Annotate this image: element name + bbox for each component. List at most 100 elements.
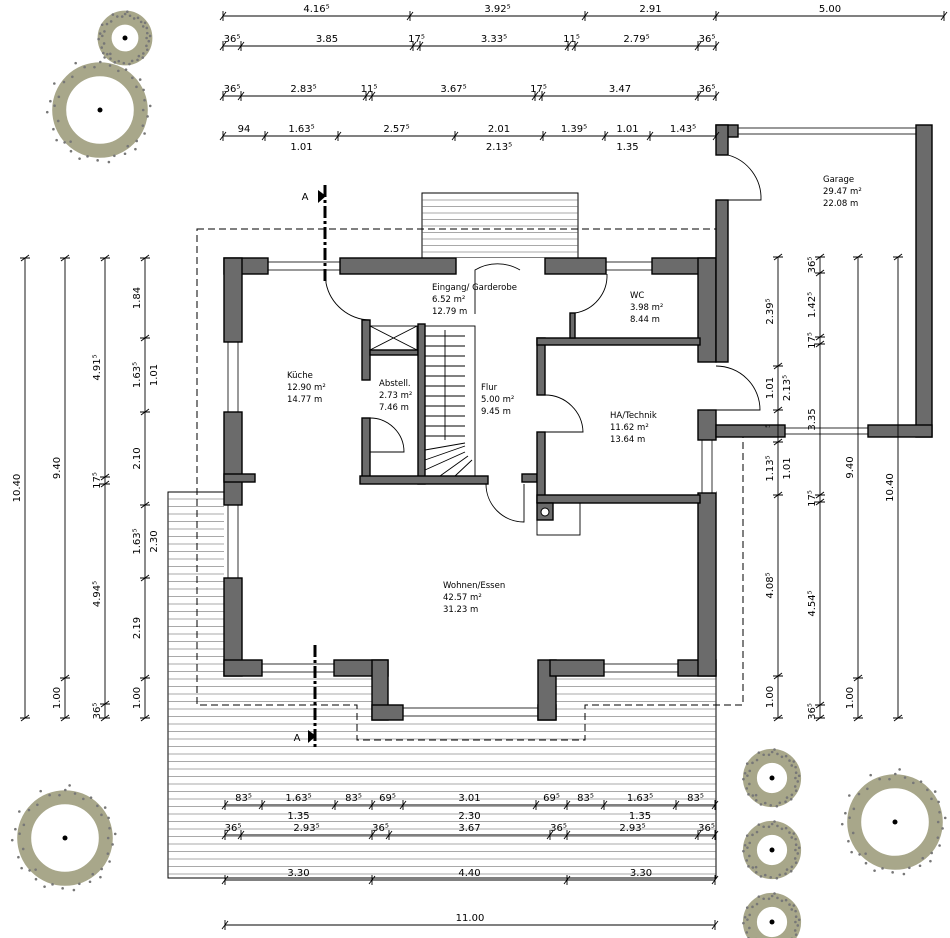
foliage-dot (134, 147, 137, 151)
foliage-dot (122, 61, 126, 65)
dimension-tick (711, 800, 719, 810)
foliage-dot (106, 836, 110, 840)
foliage-dot (93, 65, 96, 69)
foliage-dot (73, 792, 77, 795)
foliage-dot (96, 804, 99, 808)
dimension-tick (221, 830, 229, 840)
dimension-label: 1.63⁵ (285, 793, 311, 804)
foliage-dot (109, 20, 113, 23)
foliage-dot (63, 788, 67, 792)
foliage-dot (754, 871, 758, 874)
dimension-label: 4.54⁵ (807, 590, 818, 616)
foliage-dot (788, 831, 791, 834)
foliage-dot (902, 872, 906, 876)
foliage-dot (56, 119, 60, 123)
dimension-tick (773, 714, 783, 722)
dimension-tick (416, 41, 424, 51)
dimension-tick (773, 253, 783, 261)
foliage-dot (138, 78, 142, 81)
foliage-dot (794, 776, 797, 780)
foliage-dot (793, 929, 797, 932)
dimension-tick (773, 406, 783, 414)
dimension-tick (773, 672, 783, 680)
stair-tread (424, 445, 466, 461)
foliage-dot (921, 856, 925, 860)
foliage-dot (794, 909, 797, 913)
dimension-chain-left: 9.401.00 (52, 254, 70, 722)
staircase[interactable] (424, 325, 476, 477)
doors[interactable] (325, 154, 762, 523)
entrance-steps (421, 192, 579, 259)
dimension-tick (221, 800, 229, 810)
foliage-dot (938, 810, 941, 814)
foliage-dot (53, 104, 56, 108)
foliage-dot (123, 152, 127, 156)
dimension-label: 4.91⁵ (92, 354, 103, 380)
foliage-dot (759, 803, 763, 806)
foliage-dot (763, 801, 767, 805)
dimension-label: 3.47 (609, 84, 631, 95)
foliage-dot (145, 44, 148, 48)
dimension-label: 2.01 (488, 124, 510, 135)
dimension-label: 36⁵ (224, 34, 241, 45)
dimension-label: 17⁵ (408, 34, 425, 45)
foliage-dot (797, 918, 801, 922)
dimension-label: 1.01 (290, 142, 312, 153)
dimension-tick (140, 574, 150, 582)
dimension-label: 1.01 (782, 457, 793, 479)
foliage-dot (86, 155, 89, 158)
foliage-dot (796, 780, 800, 783)
foliage-dot (51, 883, 54, 886)
foliage-dot (148, 104, 152, 108)
foliage-dot (63, 141, 66, 144)
foliage-dot (99, 875, 102, 879)
foliage-dot (929, 859, 932, 863)
foliage-dot (793, 857, 797, 860)
dimension-label: 2.30 (149, 530, 160, 552)
foliage-dot (775, 876, 779, 880)
dimension-label: 1.13⁵ (765, 455, 776, 481)
dimension-tick (712, 131, 720, 141)
foliage-dot (794, 843, 798, 847)
foliage-dot (123, 12, 127, 16)
foliage-dot (790, 908, 794, 911)
dimension-label: 2.83⁵ (290, 84, 316, 95)
foliage-dot (48, 793, 51, 797)
dimension-tick (219, 11, 227, 21)
dimension-chain-right: 10.40 (885, 253, 903, 722)
foliage-dot (780, 755, 784, 759)
foliage-dot (762, 825, 765, 829)
foliage-dot (858, 853, 861, 856)
foliage-dot (136, 58, 139, 62)
dimension-tick (563, 875, 571, 885)
foliage-dot (745, 859, 749, 862)
foliage-dot (864, 861, 868, 865)
dimension-label: 3.30 (630, 868, 652, 879)
dimension-tick (219, 41, 227, 51)
dimension-label: 3.67 (458, 823, 480, 834)
foliage-dot (891, 871, 894, 874)
dimension-tick (60, 714, 70, 722)
shaft (369, 325, 418, 351)
dimension-label: 2.91 (639, 4, 661, 15)
tree-icon (840, 768, 947, 876)
dimension-tick (815, 253, 825, 261)
dimension-tick (815, 701, 825, 709)
foliage-dot (108, 826, 111, 830)
foliage-dot (143, 132, 146, 135)
foliage-dot (770, 822, 774, 826)
dimension-chain-right: 9.401.00 (845, 253, 863, 722)
foliage-dot (91, 872, 95, 876)
dimension-tick (539, 131, 547, 141)
foliage-dot (794, 771, 798, 775)
foliage-dot (888, 777, 891, 781)
foliage-dot (45, 110, 49, 114)
foliage-dot (107, 160, 111, 164)
foliage-dot (793, 785, 797, 788)
foliage-dot (136, 16, 140, 20)
